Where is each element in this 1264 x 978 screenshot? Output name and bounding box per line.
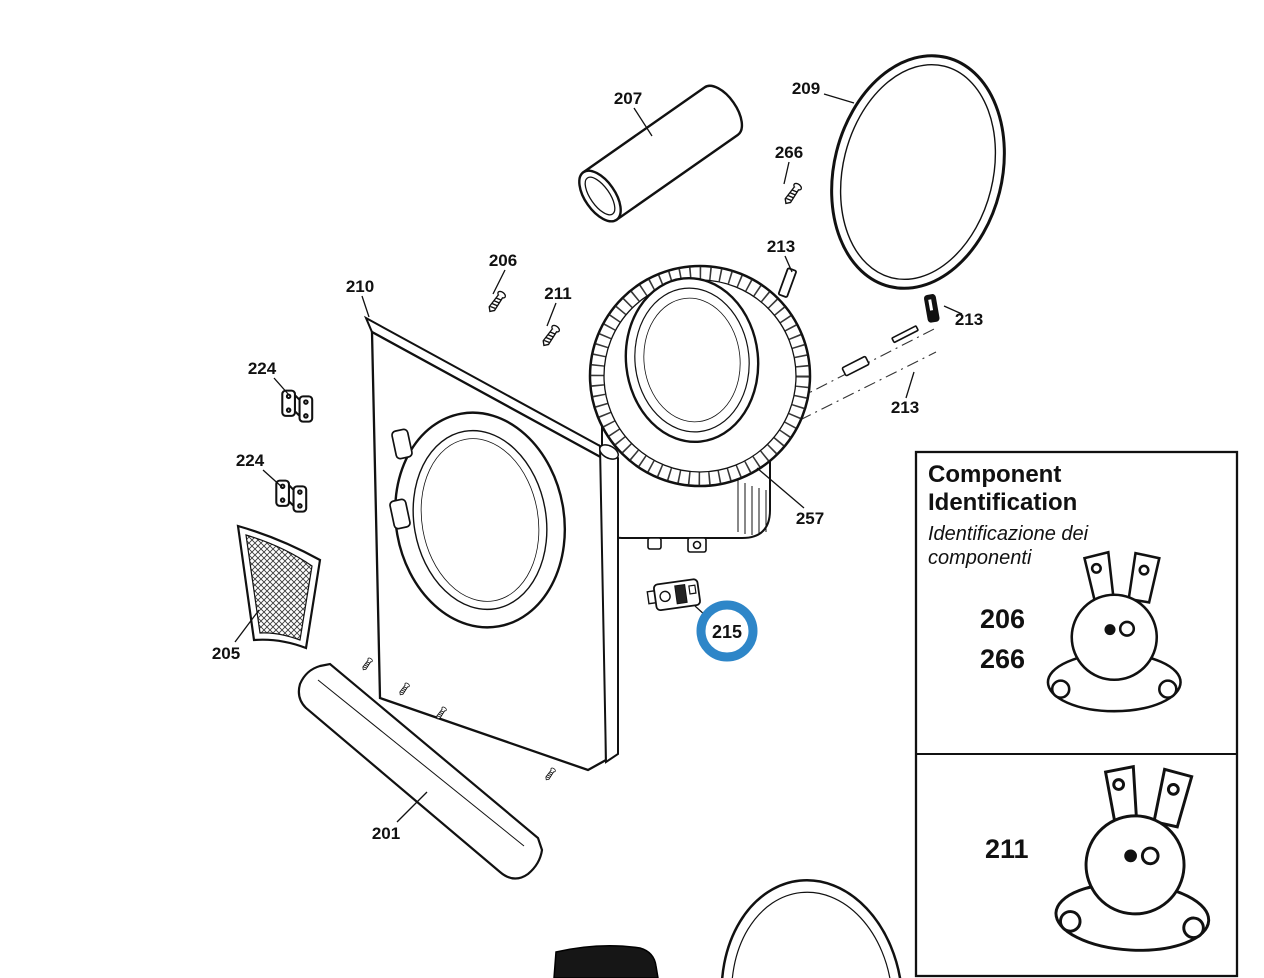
part-label-257: 257 — [796, 509, 824, 528]
part-label-213: 213 — [767, 237, 795, 256]
bracket-213-mid — [841, 325, 919, 377]
door-hinge-224-top — [281, 389, 314, 423]
part-label-213: 213 — [955, 310, 983, 329]
part-label-206: 206 — [489, 251, 517, 270]
part-label-215: 215 — [712, 622, 742, 642]
screw-206 — [485, 289, 508, 315]
box-part-266: 266 — [980, 644, 1025, 674]
exhaust-duct-207 — [578, 84, 744, 223]
partial-dark-part-bottom — [553, 945, 659, 978]
front-panel-210 — [363, 315, 620, 772]
part-label-207: 207 — [614, 89, 642, 108]
part-label-209: 209 — [792, 79, 820, 98]
part-label-213: 213 — [891, 398, 919, 417]
panel-screw — [543, 766, 557, 782]
component-identification-box: Component Identification Identificazione… — [914, 450, 1239, 978]
box-subtitle-line2: componenti — [928, 547, 1032, 569]
box-title-line2: Identification — [928, 489, 1077, 516]
part-label-224: 224 — [248, 359, 277, 378]
box-part-211: 211 — [985, 834, 1029, 864]
drum-ring-209 — [830, 54, 1006, 290]
highlight-ring-215 — [696, 600, 758, 662]
part-label-266: 266 — [775, 143, 803, 162]
clip-213-right — [923, 294, 940, 323]
part-label-210: 210 — [346, 277, 374, 296]
lint-filter-205 — [236, 524, 322, 650]
part-label-205: 205 — [212, 644, 240, 663]
drum-housing — [588, 264, 812, 553]
box-part-206: 206 — [980, 604, 1025, 634]
kick-panel-201 — [297, 662, 544, 880]
leader-lines — [234, 93, 963, 823]
part-label-211: 211 — [544, 284, 571, 303]
thermal-fuse-213-top — [777, 267, 797, 298]
screw-266 — [781, 181, 804, 207]
partial-door-bottom — [720, 879, 904, 978]
part-label-201: 201 — [372, 824, 400, 843]
box-title-line1: Component — [928, 461, 1061, 488]
part-label-224: 224 — [236, 451, 265, 470]
screw-211 — [539, 323, 562, 349]
panel-screw — [360, 656, 374, 672]
switch-part-215 — [646, 578, 701, 612]
box-subtitle-line1: Identificazione dei — [928, 523, 1089, 545]
